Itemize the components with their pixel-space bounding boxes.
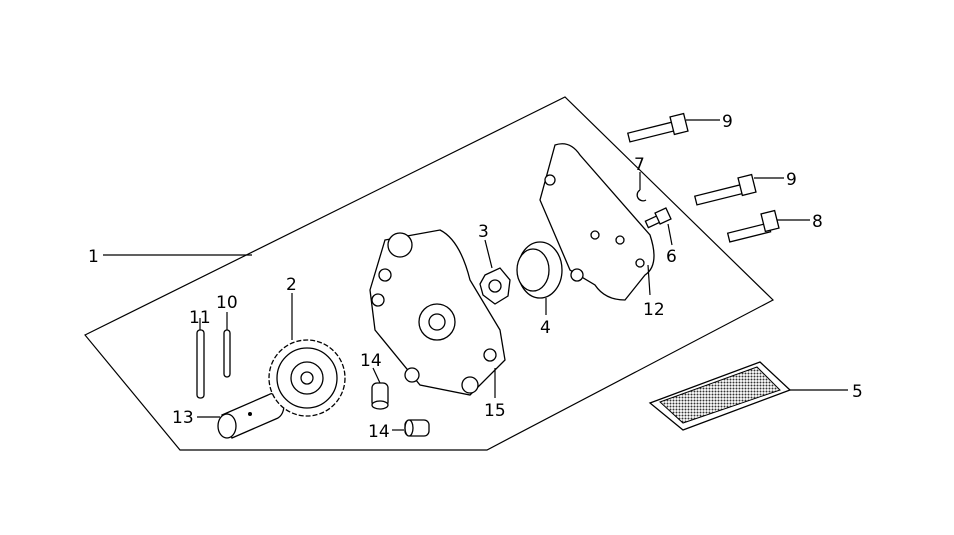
- callout-7: 7: [634, 155, 645, 175]
- clip-7: [636, 189, 647, 202]
- callout-9-upper: 9: [722, 112, 733, 132]
- callout-1: 1: [88, 247, 99, 267]
- pump-cover-12: [539, 143, 655, 301]
- pump-body-15: [369, 229, 506, 396]
- assembly-outline: [84, 96, 775, 451]
- callout-14-upper: 14: [360, 351, 382, 371]
- callout-9-lower: 9: [786, 170, 797, 190]
- callout-6: 6: [666, 247, 677, 267]
- bolt-9-upper: [626, 112, 689, 143]
- callout-10: 10: [216, 293, 238, 313]
- bolt-8: [726, 209, 780, 243]
- screw-6: [644, 207, 672, 229]
- dowel-collar-14-upper: [371, 382, 389, 410]
- pin-10: [223, 329, 231, 378]
- callout-11: 11: [189, 308, 211, 328]
- callout-8: 8: [812, 212, 823, 232]
- callout-4: 4: [540, 318, 551, 338]
- inner-rotor-3: [479, 267, 511, 305]
- outer-rotor-4: [516, 241, 563, 299]
- callout-12: 12: [643, 300, 665, 320]
- oil-strainer-5: [648, 361, 792, 431]
- bolt-9-lower: [693, 173, 757, 206]
- pin-11: [196, 329, 205, 399]
- callout-14-lower: 14: [368, 422, 390, 442]
- shaft-13: [217, 392, 285, 439]
- dowel-collar-14-lower: [404, 419, 430, 437]
- callout-13: 13: [172, 408, 194, 428]
- callout-15: 15: [484, 401, 506, 421]
- callout-2: 2: [286, 275, 297, 295]
- drive-gear-2: [268, 339, 346, 417]
- callout-5: 5: [852, 382, 863, 402]
- callout-3: 3: [478, 222, 489, 242]
